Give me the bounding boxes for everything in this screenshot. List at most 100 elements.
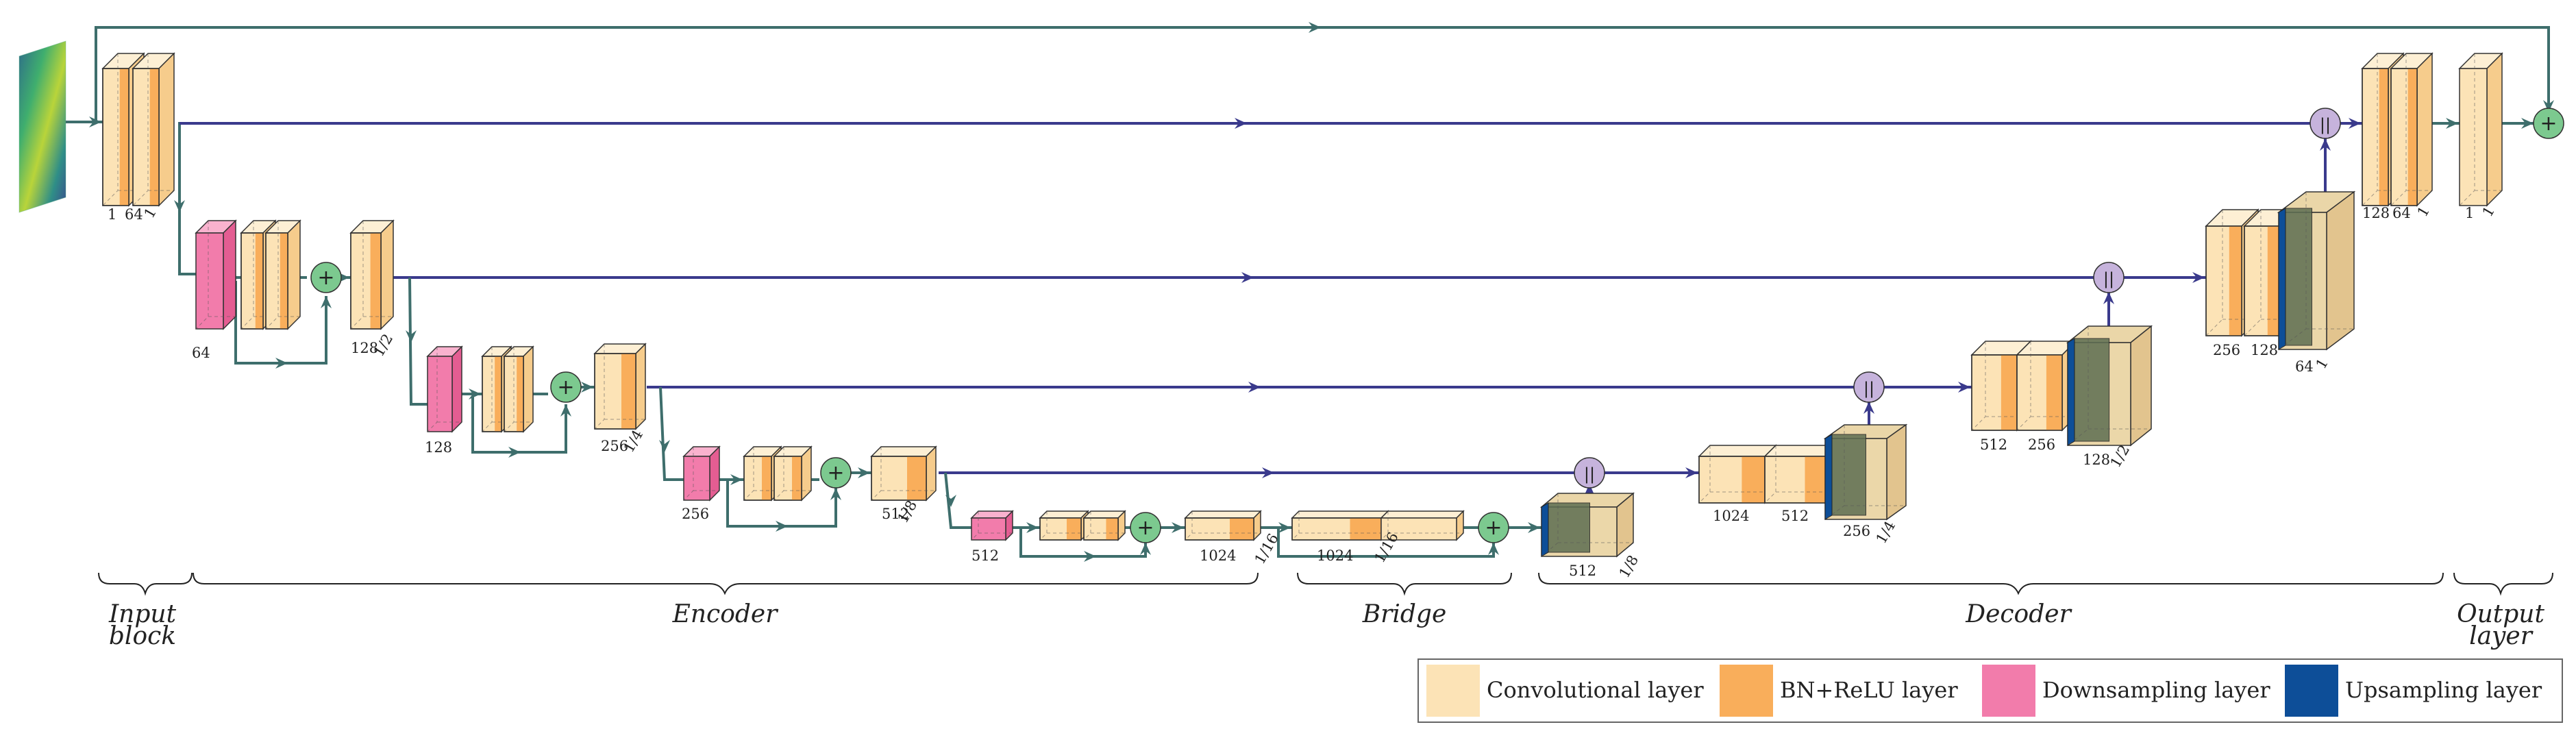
arrow-d4-up <box>2320 138 2331 151</box>
label-d2-512: 512 <box>1781 508 1809 524</box>
block-e4-conv1 <box>1039 510 1089 541</box>
svg-text:||: || <box>2320 115 2331 134</box>
block-d2-up <box>1823 423 1908 521</box>
concat-node-d1: || <box>1574 457 1605 489</box>
block-bridge-conv2 <box>1380 510 1465 541</box>
label-e3-512: 512 <box>882 506 909 522</box>
arrow-d2-up <box>1863 402 1874 414</box>
arrow-input <box>89 116 101 127</box>
block-e2-down <box>426 345 463 433</box>
section-input-line1: Input <box>108 600 177 628</box>
arrow-d3-out <box>2192 272 2205 283</box>
flow-e3-down <box>944 472 971 529</box>
block-e3-conv2 <box>773 445 813 502</box>
arrow-out-b <box>2521 118 2534 129</box>
legend-swatch-down <box>1982 665 2035 717</box>
arrow-d1-out <box>1685 467 1698 478</box>
layer-blocks <box>101 52 2503 558</box>
label-out-1: 1 <box>2465 205 2474 221</box>
svg-text:+: + <box>827 461 844 485</box>
label-e2-down: 128 <box>425 439 452 456</box>
connection-lines <box>66 22 2554 562</box>
section-encoder: Encoder <box>672 600 779 628</box>
arrow-e3a <box>730 474 743 485</box>
block-d2-conv1 <box>1698 444 1777 504</box>
arrow-e1-res-r <box>275 358 288 369</box>
brace-decoder <box>1538 572 2444 595</box>
label-e1-128: 128 <box>351 340 378 356</box>
legend-swatch-conv <box>1426 665 1480 717</box>
legend-down-label: Downsampling layer <box>2042 677 2270 703</box>
label-e4-1024: 1024 <box>1200 547 1236 564</box>
block-d3-up <box>2066 325 2153 447</box>
arrow-skip-2 <box>1241 272 1254 283</box>
arrow-e4a <box>1026 522 1039 533</box>
arrow-skip-3 <box>1248 382 1261 393</box>
arrow-e3b <box>858 467 870 478</box>
label-out-1b: 1 <box>2479 204 2498 220</box>
label-d2-256: 256 <box>1843 523 1870 539</box>
brace-bridge <box>1297 572 1512 596</box>
arrow-bridge-res <box>1488 543 1499 555</box>
svg-text:||: || <box>1584 465 1595 484</box>
label-d3-scale: 1/2 <box>2107 442 2133 470</box>
block-o1-conv2 <box>2390 52 2433 207</box>
arrow-e4-res-r <box>1084 551 1096 562</box>
section-bridge: Bridge <box>1362 600 1447 628</box>
block-e3-down <box>682 445 721 502</box>
legend-up-label: Upsampling layer <box>2345 677 2542 703</box>
label-d4-256: 256 <box>2213 342 2240 358</box>
block-e1-down <box>195 219 237 330</box>
block-e4-out <box>1184 510 1262 541</box>
section-input-line2: block <box>109 622 176 650</box>
arrow-bridge-a <box>1278 522 1291 533</box>
section-decoder: Decoder <box>1965 600 2072 628</box>
label-d1-512: 512 <box>1569 563 1596 579</box>
arrow-e2b <box>581 382 593 393</box>
concat-node-d4: || <box>2309 108 2341 139</box>
operation-nodes: +++++||||||||+ <box>310 108 2564 543</box>
add-node-e2: + <box>550 371 582 403</box>
label-o1-128: 128 <box>2362 205 2390 221</box>
arrow-skip-4 <box>1262 467 1274 478</box>
section-output-line1: Output <box>2457 600 2544 628</box>
brace-output <box>2453 572 2553 596</box>
legend-swatch-bn <box>1720 665 1773 717</box>
svg-text:+: + <box>557 375 574 399</box>
add-node-bridge: + <box>1478 512 1509 543</box>
label-e2-256: 256 <box>601 438 628 454</box>
section-titles: Input block Encoder Bridge Decoder Outpu… <box>108 600 2545 650</box>
block-input-conv2 <box>132 52 175 207</box>
arrow-e1-down <box>406 330 417 343</box>
svg-text:+: + <box>1137 516 1154 540</box>
arrow-residual-top <box>1309 22 1321 33</box>
dimension-labels: 1 64 1 64 128 1/2 128 256 1/4 256 512 1/… <box>108 204 2498 581</box>
arrow-d4-out <box>2349 118 2361 129</box>
label-o1-64: 64 <box>2392 205 2411 221</box>
label-in-1: 1 <box>141 205 160 221</box>
residual-top <box>95 26 2550 122</box>
legend-bn-label: BN+ReLU layer <box>1780 677 1958 703</box>
brace-encoder <box>193 572 1259 595</box>
arrow-e2-res-r <box>508 447 521 458</box>
label-d2-scale: 1/4 <box>1873 518 1899 546</box>
label-d1-scale: 1/8 <box>1616 552 1642 580</box>
block-e3-out <box>870 445 937 502</box>
concat-node-d3: || <box>2093 262 2125 293</box>
add-node-e3: + <box>820 457 852 489</box>
arrow-input-down <box>174 200 185 212</box>
svg-text:+: + <box>317 266 334 290</box>
label-d3-256: 256 <box>2028 436 2055 453</box>
block-e2-conv2 <box>503 345 534 433</box>
block-out-conv <box>2458 52 2503 207</box>
flow-input-down <box>178 122 196 275</box>
svg-text:||: || <box>2103 269 2114 288</box>
block-e3-conv1 <box>743 445 782 502</box>
legend: Convolutional layer BN+ReLU layer Downsa… <box>1417 658 2563 723</box>
section-braces <box>98 572 2553 596</box>
arrow-e4b <box>1172 522 1184 533</box>
legend-conv-label: Convolutional layer <box>1487 677 1704 703</box>
arrow-d2-out <box>1958 382 1970 393</box>
arrow-bridge-b <box>1528 522 1540 533</box>
arrow-out-a <box>2446 118 2458 129</box>
